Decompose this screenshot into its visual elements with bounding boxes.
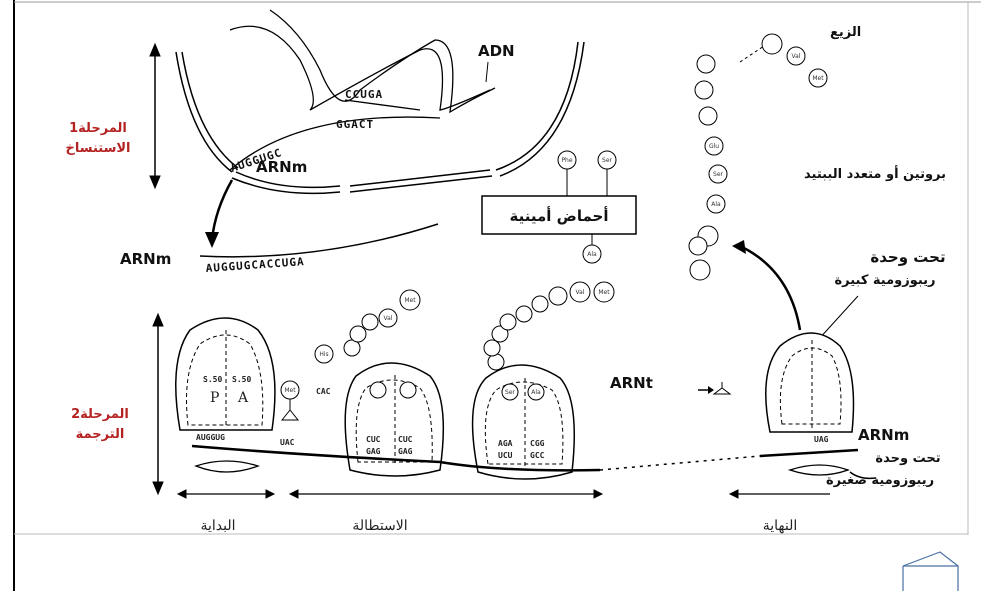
phase-start: البداية <box>200 518 235 534</box>
page-corner-icon <box>903 566 958 591</box>
phase-end: النهاية <box>763 518 798 534</box>
stage2-arrow <box>153 314 163 494</box>
elong1-anticodon: CAC <box>316 387 331 396</box>
released-mrna-strand <box>200 224 438 257</box>
elong2-pair-b: UCU <box>498 451 513 460</box>
aa-ala: Ala <box>587 251 597 258</box>
elong2-ala: Ala <box>531 389 541 396</box>
initiation-anticodon: UAC <box>280 438 295 447</box>
arnm-right-label: ARNm <box>858 426 909 444</box>
site-a: A <box>237 390 249 406</box>
phase-elongation: الاستطالة <box>352 518 407 534</box>
polypeptide-chain <box>689 34 827 280</box>
elong1-val: Val <box>384 315 393 322</box>
chain-met: Met <box>812 75 824 82</box>
large-subunit-label-2: ريبوزومية كبيرة <box>834 273 935 288</box>
aa-ser: Ser <box>602 157 613 164</box>
site-p: P <box>210 390 219 406</box>
chain-ser: Ser <box>713 171 724 178</box>
large-subunit-label-1: تحت وحدة <box>870 248 945 266</box>
elong1-pair-c: CUC <box>398 435 413 444</box>
elong2-pair-c: CGG <box>530 439 545 448</box>
chain-glu: Glu <box>709 143 719 150</box>
stop-mrna-seq: UAG <box>814 435 829 444</box>
stage2-title: المرحلة2 <box>71 407 129 422</box>
release-arrow <box>740 246 800 330</box>
dna-bottom-seq: GGACT <box>336 118 374 131</box>
elong2-met: Met <box>598 289 610 296</box>
small-subunit-label-2: ريبوزومية صغيرة <box>826 473 934 488</box>
elong1-met: Met <box>404 297 416 304</box>
protein-label: بروتين أو متعدد الببتيد <box>804 165 946 182</box>
elong2-pair-d: GCC <box>530 451 545 460</box>
stage1-arrow <box>150 44 160 188</box>
elong2-val: Val <box>576 289 585 296</box>
elong1-his: His <box>319 351 328 358</box>
small-subunit-label-1: تحت وحدة <box>875 451 940 466</box>
amino-acids-label: أحماض أمينية <box>510 206 609 225</box>
arnm-top-label: ARNm <box>256 158 307 176</box>
free-trna <box>714 382 730 394</box>
export-arrow <box>212 180 232 240</box>
chain-val: Val <box>792 53 801 60</box>
elong1-pair-d: GAG <box>398 447 413 456</box>
arnm-mid-label: ARNm <box>120 250 171 268</box>
stage1-subtitle: الاستنساخ <box>65 141 130 156</box>
released-mrna-seq: AUGGUGCACCUGA <box>205 255 305 275</box>
dna-top-seq: CCUGA <box>345 88 383 101</box>
arnt-label: ARNt <box>610 374 653 392</box>
elong2-pair-a: AGA <box>498 439 513 448</box>
start-mrna-seq: AUGGUG <box>196 433 225 442</box>
elong1-pair-a: CUC <box>366 435 381 444</box>
aa-phe: Phe <box>561 157 572 164</box>
site-p50: S.50 <box>203 375 222 384</box>
adn-label: ADN <box>478 42 515 60</box>
elong1-pair-b: GAG <box>366 447 381 456</box>
chain-label: الزيع <box>830 25 861 40</box>
stage1-title: المرحلة1 <box>69 121 127 136</box>
stage2-subtitle: الترجمة <box>76 427 125 442</box>
site-a50: S.50 <box>232 375 251 384</box>
elong2-ser: Ser <box>505 389 516 396</box>
ribosome-elongation-2 <box>473 365 575 479</box>
trna-met: Met <box>284 387 296 394</box>
chain-ala: Ala <box>711 201 721 208</box>
phase-arrows <box>178 490 830 498</box>
